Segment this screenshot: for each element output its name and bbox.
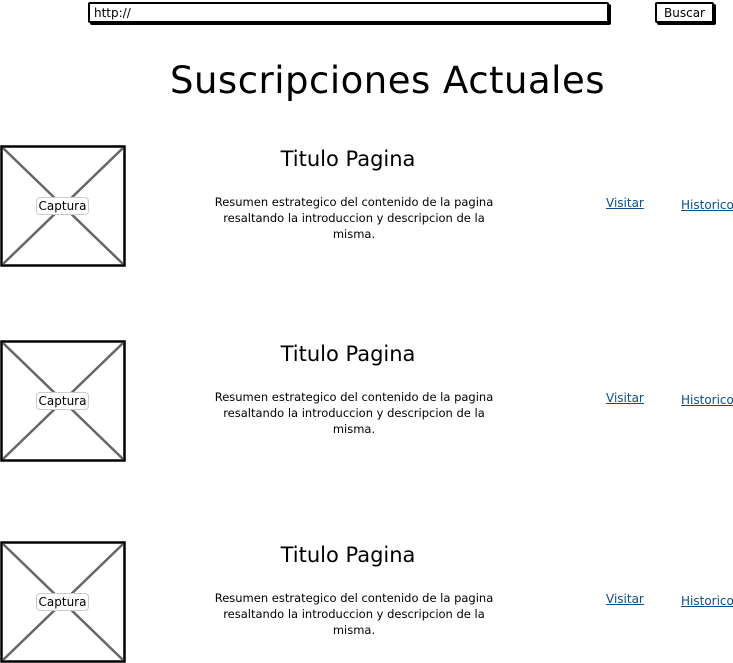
capture-image-placeholder: Captura (0, 340, 126, 462)
visit-link[interactable]: Visitar (606, 196, 644, 210)
subscription-item: Captura Titulo Pagina Resumen estrategic… (0, 541, 733, 663)
capture-label: Captura (36, 197, 89, 215)
subscription-item: Captura Titulo Pagina Resumen estrategic… (0, 145, 733, 267)
item-title: Titulo Pagina (280, 147, 416, 171)
subscription-item: Captura Titulo Pagina Resumen estrategic… (0, 340, 733, 462)
image-placeholder-icon (0, 145, 126, 267)
visit-link[interactable]: Visitar (606, 391, 644, 405)
page-title: Suscripciones Actuales (169, 59, 605, 102)
history-link[interactable]: Historico (681, 594, 733, 608)
capture-image-placeholder: Captura (0, 541, 126, 663)
search-button[interactable]: Buscar (655, 2, 714, 23)
item-title: Titulo Pagina (280, 543, 416, 567)
visit-link[interactable]: Visitar (606, 592, 644, 606)
url-input[interactable] (88, 2, 609, 23)
item-title: Titulo Pagina (280, 342, 416, 366)
item-summary: Resumen estrategico del contenido de la … (214, 195, 494, 241)
item-summary: Resumen estrategico del contenido de la … (214, 591, 494, 637)
history-link[interactable]: Historico (681, 198, 733, 212)
item-summary: Resumen estrategico del contenido de la … (214, 390, 494, 436)
history-link[interactable]: Historico (681, 393, 733, 407)
capture-label: Captura (36, 392, 89, 410)
capture-label: Captura (36, 593, 89, 611)
capture-image-placeholder: Captura (0, 145, 126, 267)
